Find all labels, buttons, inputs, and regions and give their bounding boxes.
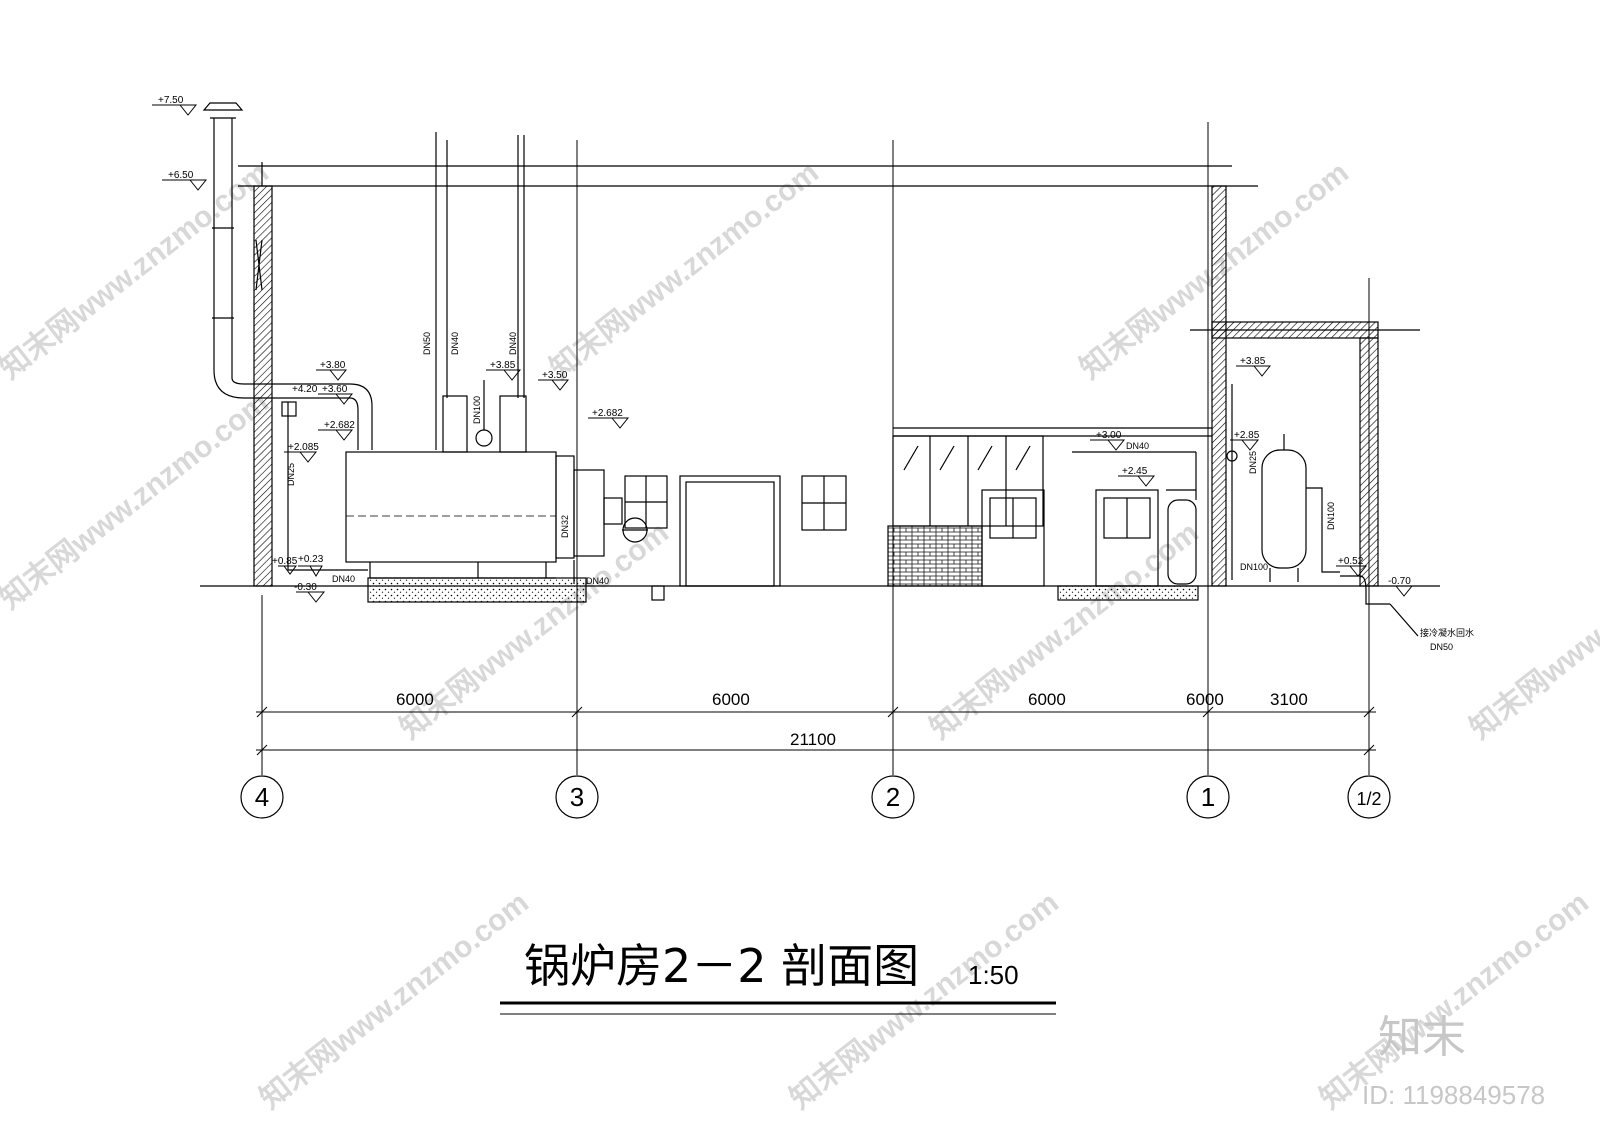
level-label: +2.085 [288, 442, 319, 453]
dimension-label: 6000 [396, 690, 434, 709]
axis-label-3: 3 [570, 782, 584, 812]
level-label: +7.50 [158, 95, 184, 106]
level-label: +2.45 [1122, 466, 1148, 477]
brand-logo-text: 知末 [1378, 1012, 1466, 1063]
pipe-size-label: DN100 [1240, 562, 1268, 572]
image-id: ID: 1198849578 [1362, 1080, 1545, 1110]
pipe-size-label: DN40 [332, 574, 355, 584]
dimension-total: 21100 [790, 730, 836, 749]
middle-openings [624, 475, 847, 587]
level-labels: +7.50 +6.50 +3.80 +4.20 +3.60 +2.682 +2.… [158, 95, 1411, 593]
axis-label-half: 1/2 [1356, 789, 1381, 809]
dimension-labels: 6000 6000 6000 6000 3100 21100 [396, 690, 1308, 749]
pipe-labels: DN50 DN40 DN40 DN100 DN25 DN32 DN40 DN40… [286, 332, 1474, 652]
level-label: +0.23 [298, 554, 324, 565]
pipe-size-label: DN100 [1326, 502, 1336, 530]
axis-bubbles: 4 3 2 1 1/2 [240, 775, 1391, 819]
drain-label: 接冷凝水回水 [1420, 627, 1474, 638]
level-label: +3.80 [320, 360, 346, 371]
water-treatment-room [887, 427, 1212, 601]
dimension-label: 6000 [1186, 690, 1224, 709]
annex-pressure-tank [1226, 384, 1419, 637]
axis-label-1: 1 [1201, 782, 1215, 812]
pipe-size-label: DN40 [450, 332, 460, 355]
dimension-lines [256, 706, 1376, 756]
pipe-size-label: DN25 [1248, 451, 1258, 474]
level-label: +3.50 [542, 370, 568, 381]
level-label: +0.85 [272, 556, 298, 567]
pipe-size-label: DN50 [422, 332, 432, 355]
pipe-size-label: DN32 [560, 515, 570, 538]
dimension-label: 6000 [1028, 690, 1066, 709]
level-label: +0.52 [1338, 556, 1364, 567]
level-label: +3.85 [1240, 356, 1266, 367]
pipe-size-label: DN25 [286, 463, 296, 486]
level-label: +6.50 [168, 170, 194, 181]
pipe-size-label: DN40 [508, 332, 518, 355]
brand-watermark: 知末 ID: 1198849578 [1362, 1012, 1545, 1110]
level-label: -0.30 [294, 582, 317, 593]
dimension-label: 6000 [712, 690, 750, 709]
level-markers [152, 104, 1414, 603]
level-label: +4.20 [292, 384, 318, 395]
level-label: +2.682 [592, 408, 623, 419]
watermark-text: 知末网www.znzmo.com [544, 156, 825, 386]
axis-label-2: 2 [886, 782, 900, 812]
watermark-text: 知末网www.znzmo.com [1464, 516, 1600, 746]
pipe-size-label: DN100 [472, 396, 482, 424]
drain-size-label: DN50 [1430, 642, 1453, 652]
drawing-title: 锅炉房2－2 剖面图 [524, 939, 919, 993]
level-label: +2.85 [1234, 430, 1260, 441]
drawing-title-block: 锅炉房2－2 剖面图 1:50 [500, 939, 1056, 1015]
level-label: +3.00 [1096, 430, 1122, 441]
axis-label-4: 4 [255, 782, 269, 812]
watermark-text: 知末网www.znzmo.com [0, 386, 275, 616]
pipe-size-label: DN40 [586, 576, 609, 586]
axis-lines [261, 122, 1370, 775]
level-label: -0.70 [1388, 576, 1411, 587]
dimension-label: 3100 [1270, 690, 1308, 709]
watermark-text: 知末网www.znzmo.com [254, 886, 535, 1116]
watermark-text: 知末网www.znzmo.com [784, 886, 1065, 1116]
level-label: +3.85 [490, 360, 516, 371]
watermark-text: 知末网www.znzmo.com [0, 156, 275, 386]
drawing-scale: 1:50 [968, 960, 1019, 990]
chimney-flue [202, 102, 373, 450]
level-label: +2.682 [324, 420, 355, 431]
level-label: +3.60 [322, 384, 348, 395]
boiler-unit [281, 132, 665, 603]
pipe-size-label: DN40 [1126, 441, 1149, 451]
